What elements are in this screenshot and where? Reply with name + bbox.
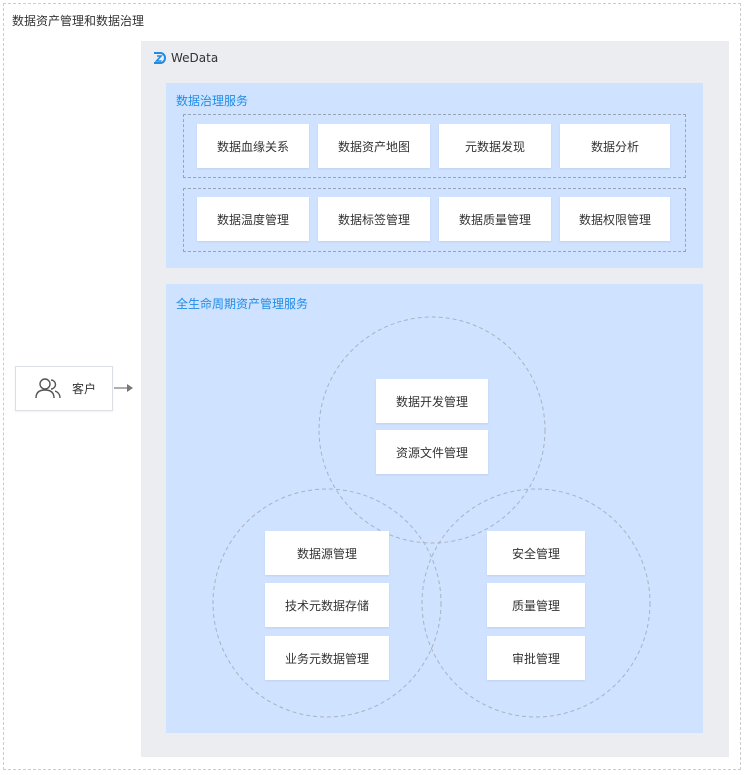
wedata-name: WeData: [171, 51, 219, 65]
venn-circle-right: [421, 488, 651, 718]
users-icon: [35, 377, 61, 398]
arrow-icon: [114, 384, 133, 392]
card-approval: 审批管理: [487, 636, 585, 680]
card-data-analysis: 数据分析: [560, 124, 670, 168]
card-business-metadata: 业务元数据管理: [265, 636, 389, 680]
customer-box: 客户: [15, 366, 113, 411]
customer-label: 客户: [72, 382, 97, 396]
card-data-quality: 数据质量管理: [439, 197, 551, 241]
venn-circle-left: [212, 488, 442, 718]
outer-title: 数据资产管理和数据治理: [12, 14, 145, 28]
card-data-source: 数据源管理: [265, 531, 389, 575]
governance-row-1-frame: [183, 114, 686, 178]
card-tech-metadata: 技术元数据存储: [265, 583, 389, 627]
lifecycle-section: [166, 284, 703, 733]
venn-circle-top: [318, 316, 546, 544]
card-security: 安全管理: [487, 531, 585, 575]
governance-title: 数据治理服务: [176, 94, 249, 108]
governance-row-2-frame: [183, 188, 686, 252]
card-data-permission: 数据权限管理: [560, 197, 670, 241]
card-data-tag: 数据标签管理: [318, 197, 430, 241]
card-data-asset-map: 数据资产地图: [318, 124, 430, 168]
wedata-header: WeData: [152, 50, 218, 66]
outer-frame: [3, 3, 741, 770]
card-data-lineage: 数据血缘关系: [197, 124, 309, 168]
card-resource-file: 资源文件管理: [376, 430, 488, 474]
card-metadata-discovery: 元数据发现: [439, 124, 551, 168]
card-data-temperature: 数据温度管理: [197, 197, 309, 241]
wedata-logo-icon: [154, 52, 166, 64]
lifecycle-title: 全生命周期资产管理服务: [176, 297, 309, 311]
card-data-dev: 数据开发管理: [376, 379, 488, 423]
card-quality: 质量管理: [487, 583, 585, 627]
